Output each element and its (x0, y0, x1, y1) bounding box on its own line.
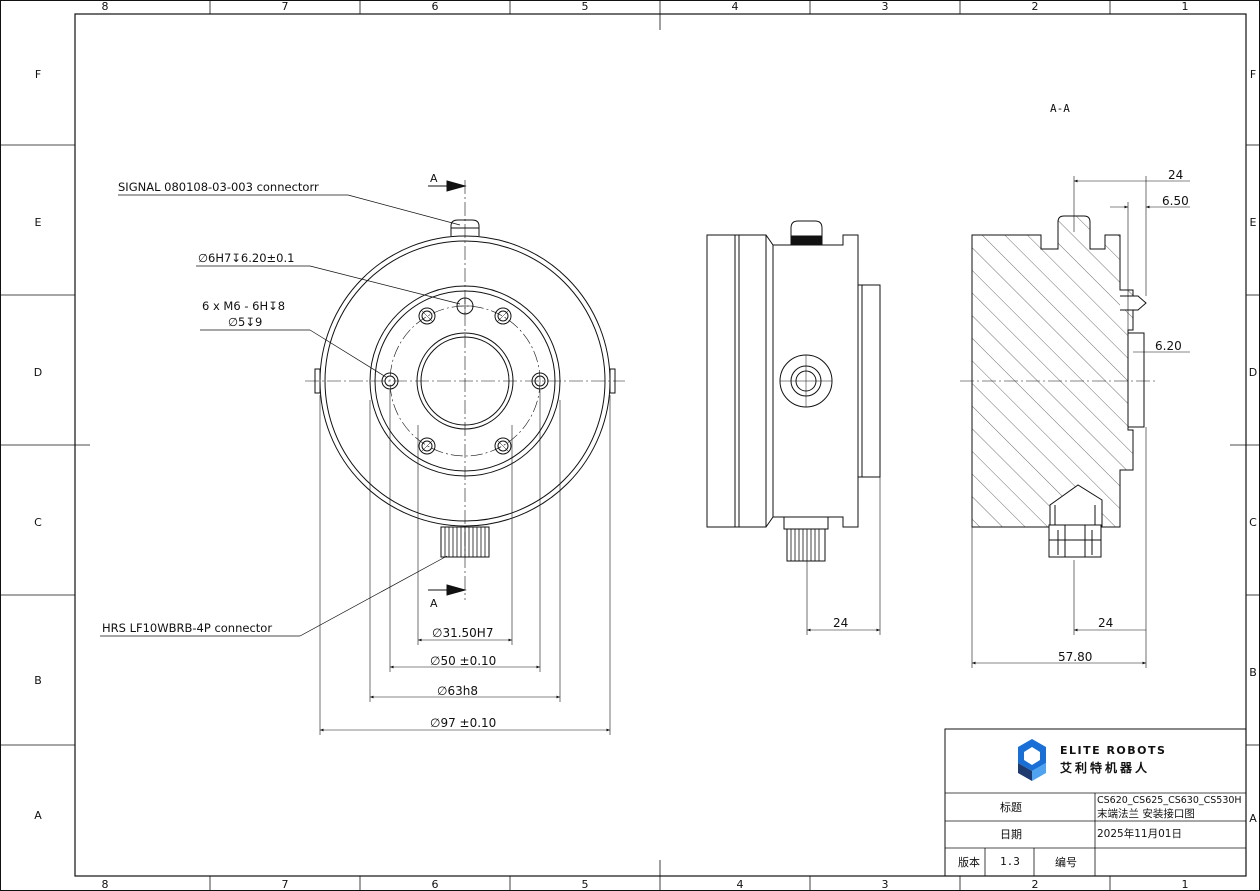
dim-50: ∅50 ±0.10 (430, 654, 496, 668)
col-label-top: 3 (882, 0, 889, 13)
section-arrows (428, 180, 467, 596)
front-view (305, 180, 625, 600)
dim-63: ∅63h8 (437, 684, 478, 698)
company-name-cn: 艾利特机器人 (1060, 760, 1150, 775)
col-label-top: 5 (582, 0, 589, 13)
row-label-left: E (35, 216, 42, 229)
row-label-left: F (35, 68, 41, 81)
side-view (706, 220, 881, 562)
row-label-right: B (1249, 666, 1257, 679)
col-label-bottom: 7 (282, 878, 289, 891)
diameter-dimensions (319, 390, 611, 735)
section-dim-57-80: 57.80 (1058, 650, 1092, 664)
section-dim-6-20: 6.20 (1155, 339, 1182, 353)
version-label: 版本 (958, 855, 980, 869)
section-dim-6-50: 6.50 (1162, 194, 1189, 208)
row-label-right: E (1250, 216, 1257, 229)
col-label-top: 1 (1182, 0, 1189, 13)
pin-hole-note: ∅6H7↧6.20±0.1 (198, 251, 294, 265)
side-dim-24: 24 (833, 616, 848, 630)
date-value: 2025年11月01日 (1097, 827, 1182, 840)
row-label-right: D (1249, 366, 1257, 379)
col-label-top: 2 (1032, 0, 1039, 13)
date-label: 日期 (1000, 828, 1022, 841)
col-label-top: 4 (732, 0, 739, 13)
col-label-bottom: 8 (102, 878, 109, 891)
col-label-bottom: 4 (737, 878, 744, 891)
row-label-left: B (34, 674, 42, 687)
number-label: 编号 (1055, 855, 1077, 869)
col-label-bottom: 5 (582, 878, 589, 891)
col-label-bottom: 2 (1032, 878, 1039, 891)
col-label-bottom: 3 (882, 878, 889, 891)
title-value-line2: 末端法兰 安装接口图 (1097, 807, 1195, 820)
section-label-bottom: A (430, 597, 438, 610)
version-value: 1.3 (1000, 855, 1020, 868)
dim-97: ∅97 ±0.10 (430, 716, 496, 730)
row-label-left: A (34, 809, 42, 822)
zone-labels: 8 7 6 5 4 3 2 1 8 7 6 5 4 3 2 1 F E D C … (34, 0, 1257, 891)
col-label-top: 8 (102, 0, 109, 13)
row-label-right: F (1250, 68, 1256, 81)
dim-31-50: ∅31.50H7 (432, 626, 493, 640)
elite-robots-logo-icon (1018, 739, 1046, 781)
row-label-right: A (1249, 812, 1257, 825)
signal-connector-note: SIGNAL 080108-03-003 connectorr (118, 180, 319, 194)
section-label-top: A (430, 172, 438, 185)
section-view (960, 215, 1155, 558)
threads-note-line2: ∅5↧9 (228, 315, 262, 329)
bolt-holes (381, 297, 549, 455)
section-title: A-A (1050, 102, 1070, 115)
title-value-line1: CS620_CS625_CS630_CS530H (1097, 795, 1242, 806)
title-label: 标题 (1000, 800, 1022, 814)
row-label-right: C (1249, 516, 1257, 529)
hrs-connector-note: HRS LF10WBRB-4P connector (102, 621, 272, 635)
threads-note-line1: 6 x M6 - 6H↧8 (202, 299, 285, 313)
col-label-bottom: 1 (1182, 878, 1189, 891)
row-label-left: C (34, 516, 42, 529)
section-dim-24-bottom: 24 (1098, 616, 1113, 630)
title-block (944, 728, 1247, 877)
section-dimensions (971, 176, 1190, 668)
section-dim-24-top: 24 (1168, 168, 1183, 182)
col-label-top: 6 (432, 0, 439, 13)
leader-lines (100, 194, 461, 637)
company-name-en: ELITE ROBOTS (1060, 744, 1166, 757)
row-label-left: D (34, 366, 42, 379)
col-label-bottom: 6 (432, 878, 439, 891)
col-label-top: 7 (282, 0, 289, 13)
side-view-dimension (806, 477, 881, 635)
